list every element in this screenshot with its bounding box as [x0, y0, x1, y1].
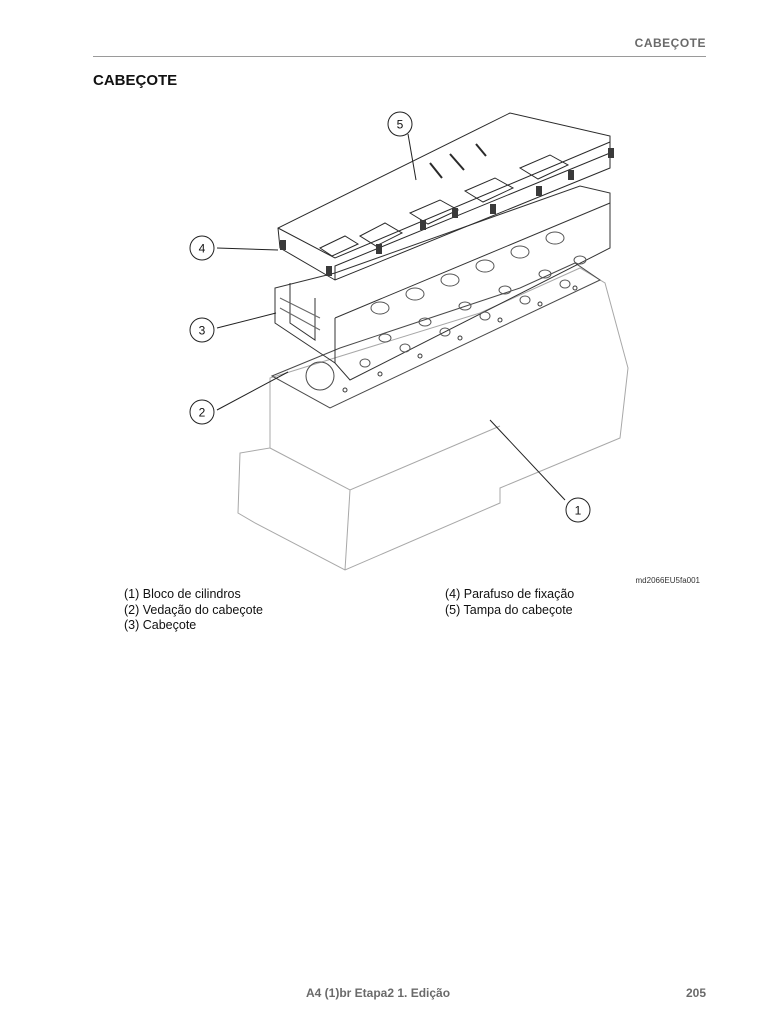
section-title: CABEÇOTE [93, 72, 178, 89]
cylinder-block [237, 267, 629, 571]
legend-column-right: (4) Parafuso de fixação (5) Tampa do cab… [445, 587, 574, 618]
legend-item-3: (3) Cabeçote [124, 618, 197, 632]
callout-circle-5: 5 [387, 111, 413, 137]
running-header: CABEÇOTE [634, 36, 706, 50]
callout-label-5: 5 [397, 118, 404, 132]
header-rule [93, 56, 706, 57]
callout-circle-1: 1 [565, 497, 591, 523]
legend-item-2: (2) Vedação do cabeçote [124, 602, 263, 617]
engine-exploded-illustration: 5 4 3 2 1 [180, 108, 700, 588]
cylinder-head [274, 185, 611, 381]
callout-label-2: 2 [199, 406, 206, 420]
footer-edition: A4 (1)br Etapa2 1. Edição [306, 986, 451, 1000]
callout-label-3: 3 [199, 324, 206, 338]
figure-code: md2066EU5fa001 [635, 576, 701, 585]
callout-circle-2: 2 [189, 399, 215, 425]
callout-leaders [216, 133, 566, 501]
legend-item-5: (5) Tampa do cabeçote [445, 602, 573, 617]
legend-item-4: (4) Parafuso de fixação [445, 587, 575, 601]
legend-item-1: (1) Bloco de cilindros [124, 587, 241, 601]
cylinder-head-gasket [270, 262, 602, 409]
legend-column-left: (1) Bloco de cilindros (2) Vedação do ca… [124, 587, 263, 634]
callout-label-4: 4 [199, 242, 206, 256]
cylinder-head-cover [277, 112, 614, 281]
callout-label-1: 1 [575, 504, 582, 518]
callout-circle-3: 3 [189, 317, 215, 343]
page-number: 205 [685, 986, 706, 1000]
callout-circle-4: 4 [189, 235, 215, 261]
